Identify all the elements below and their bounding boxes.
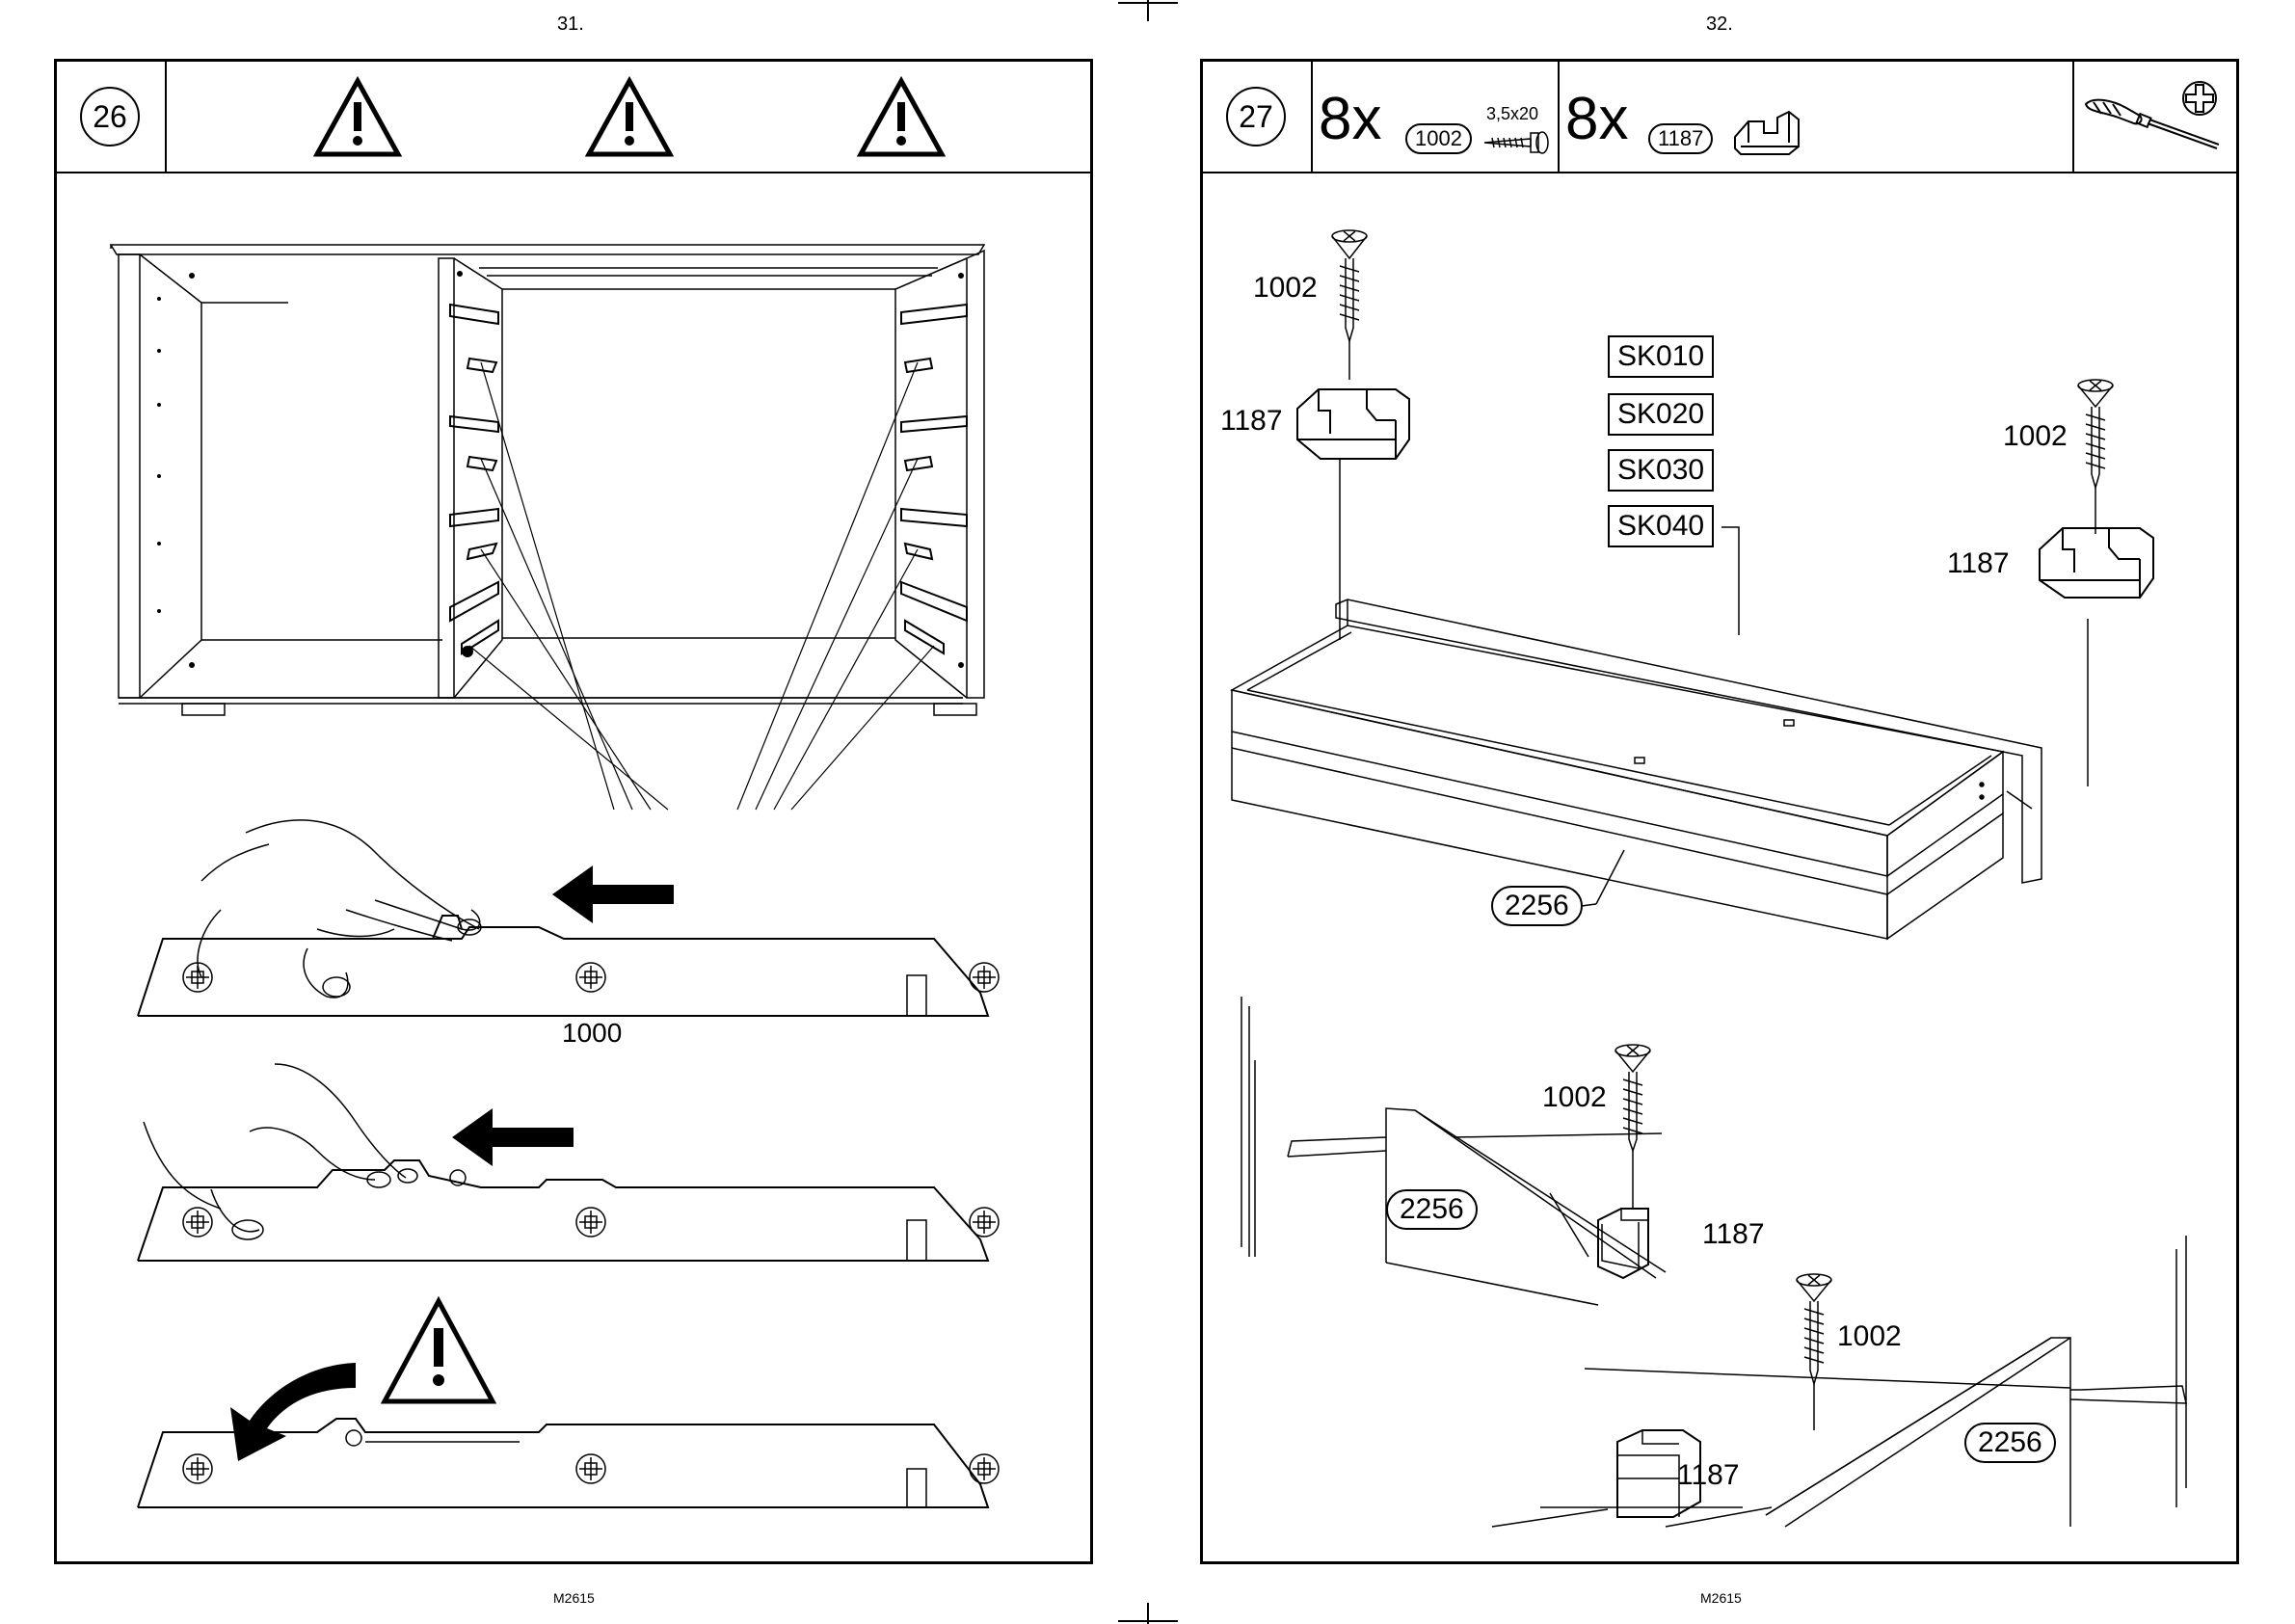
board-label: 2256 xyxy=(1491,886,1583,926)
detail-view-left xyxy=(1241,997,1666,1305)
screw-label: 1002 xyxy=(1542,1081,1607,1114)
clip-label: 1187 xyxy=(1220,405,1283,438)
hand-icon xyxy=(198,820,481,998)
board-label: 2256 xyxy=(1964,1423,2056,1463)
clip-label: 1187 xyxy=(1947,547,2010,580)
sk-code: SK030 xyxy=(1608,449,1714,492)
page-number: 32. xyxy=(1706,13,1733,36)
clip-icon xyxy=(2040,528,2153,598)
drawer-rail-2 xyxy=(138,1160,999,1261)
page-number: 31. xyxy=(557,13,584,36)
step-26-panel: 26 xyxy=(54,59,1093,1564)
clip-icon xyxy=(1297,389,1409,459)
drawer-illustration xyxy=(1203,62,2242,1565)
hand-icon xyxy=(144,1064,417,1239)
clip-label: 1187 xyxy=(1677,1459,1740,1492)
drawer-rail-1 xyxy=(138,916,999,1016)
step-27-panel: 27 8x 1002 3,5x20 8x 1187 xyxy=(1200,59,2239,1564)
arrow-curved-icon xyxy=(230,1363,356,1461)
board-label: 2256 xyxy=(1386,1189,1478,1230)
crop-mark xyxy=(1118,1620,1178,1622)
cabinet-illustration xyxy=(57,62,1096,1565)
screw-label: 1002 xyxy=(2003,420,2068,453)
screw-icon xyxy=(1332,230,1367,380)
sk-code: SK040 xyxy=(1608,505,1714,547)
arrow-left-icon xyxy=(552,865,674,923)
screw-icon xyxy=(2078,380,2113,534)
screw-label: 1002 xyxy=(1253,272,1318,305)
clip-label: 1187 xyxy=(1702,1218,1765,1251)
sk-code: SK020 xyxy=(1608,393,1714,436)
screw-label: 1002 xyxy=(1837,1320,1902,1353)
footer-code: M2615 xyxy=(1700,1590,1742,1606)
arrow-left-icon xyxy=(452,1108,574,1166)
footer-code: M2615 xyxy=(553,1590,595,1606)
sk-code: SK010 xyxy=(1608,335,1714,378)
crop-mark xyxy=(1118,2,1178,4)
detail-view-right xyxy=(1492,1236,2186,1527)
warning-icon xyxy=(385,1301,493,1401)
part-label: 1000 xyxy=(562,1018,622,1049)
